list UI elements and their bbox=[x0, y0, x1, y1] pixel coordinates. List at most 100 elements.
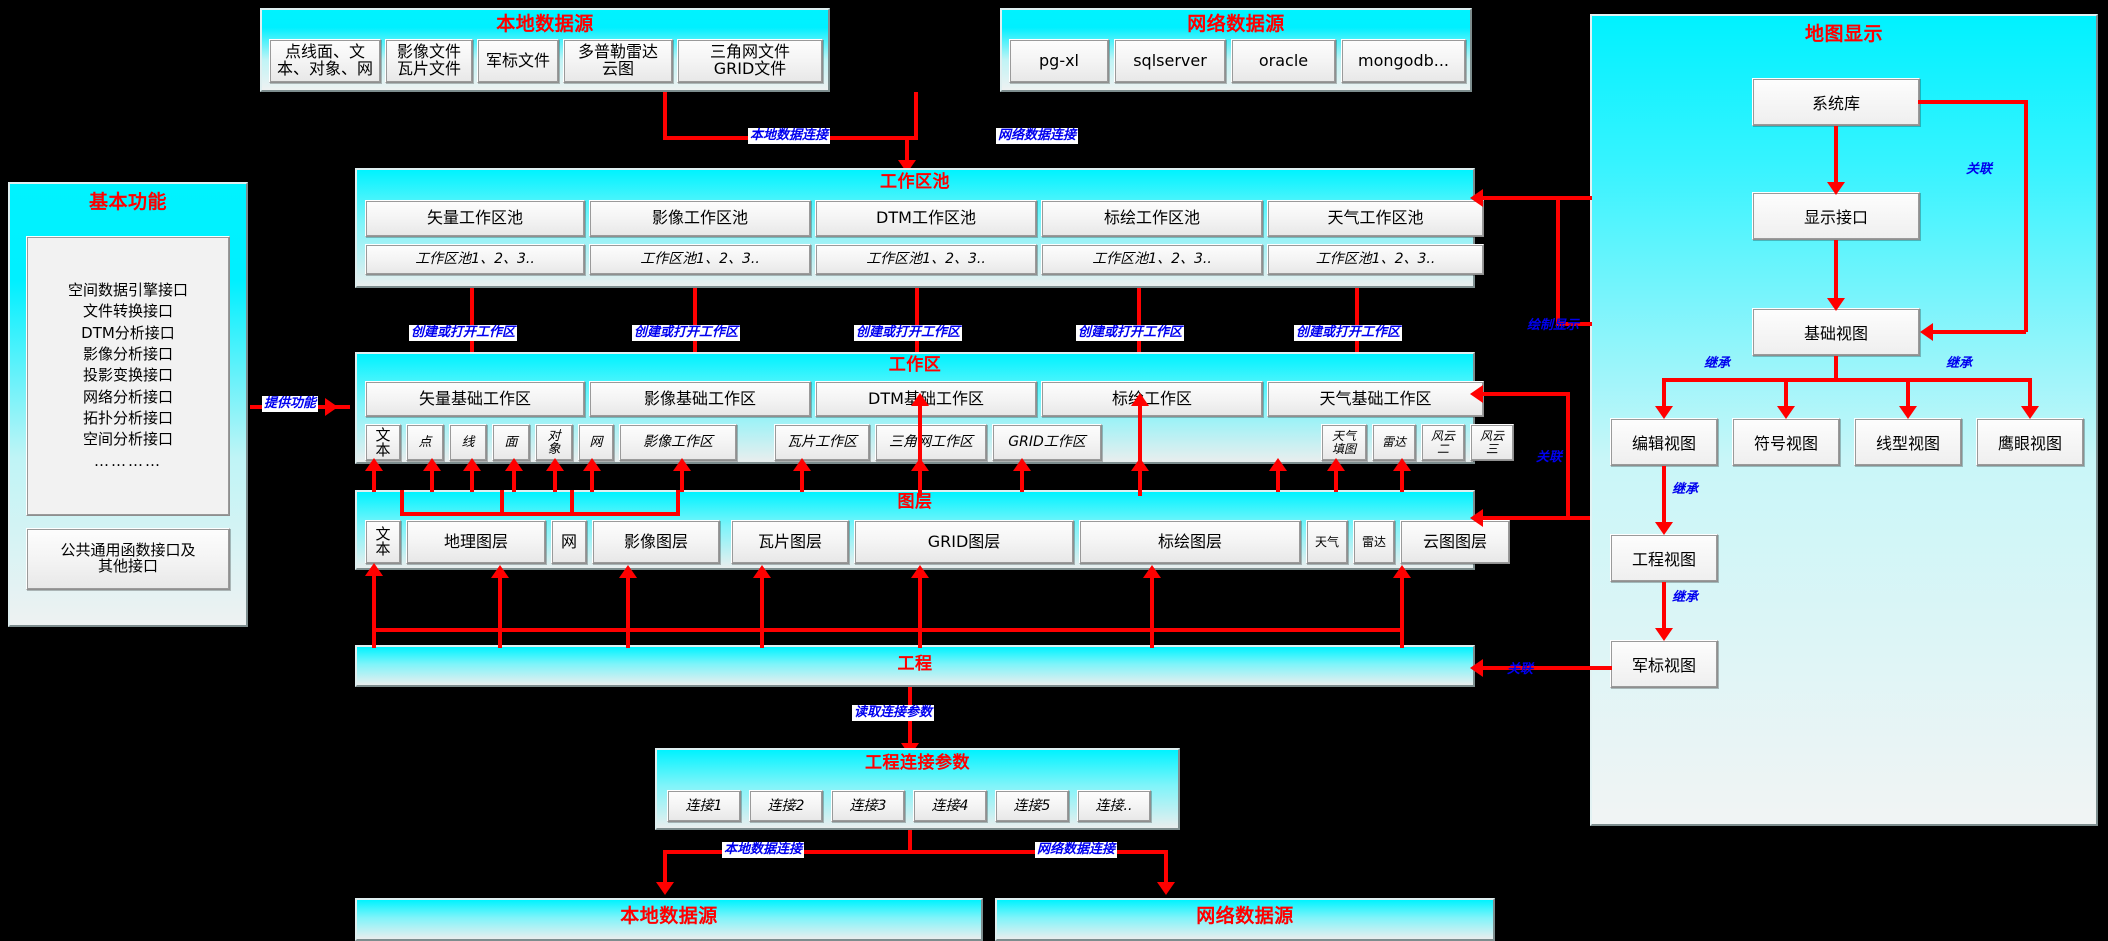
layer-tile[interactable]: 瓦片图层 bbox=[731, 520, 849, 564]
edge-label-create-ws-4: 创建或打开工作区 bbox=[1294, 325, 1403, 342]
edge-label-net-conn-bottom: 网络数据连接 bbox=[1035, 842, 1118, 859]
ws-group-3[interactable]: 标绘工作区 bbox=[1041, 381, 1263, 417]
conn-param-1[interactable]: 连接2 bbox=[749, 790, 823, 822]
ws-pool-sub-2[interactable]: 工作区池1、2、3.. bbox=[815, 244, 1037, 275]
ws-group-0[interactable]: 矢量基础工作区 bbox=[365, 381, 585, 417]
arrow-layer-up-13 bbox=[1393, 458, 1411, 471]
conn-ws-riser-r bbox=[1138, 400, 1142, 496]
ws-pool-3[interactable]: 标绘工作区池 bbox=[1041, 200, 1263, 237]
ws-chip-point[interactable]: 点 bbox=[406, 424, 444, 461]
ws-pool-sub-4[interactable]: 工作区池1、2、3.. bbox=[1267, 244, 1484, 275]
layer-weather[interactable]: 天气 bbox=[1306, 520, 1348, 564]
layer-text[interactable]: 文 本 bbox=[365, 520, 401, 564]
node-eagle-view[interactable]: 鹰眼视图 bbox=[1976, 418, 2084, 466]
panel-title-local-source-bottom: 本地数据源 bbox=[620, 905, 718, 927]
arrow-proj-up-3 bbox=[753, 565, 771, 578]
net-src-item-3[interactable]: mongodb... bbox=[1341, 39, 1466, 83]
layer-net[interactable]: 网 bbox=[551, 520, 587, 564]
local-src-item-3[interactable]: 多普勒雷达 云图 bbox=[563, 39, 673, 83]
ws-pool-sub-0[interactable]: 工作区池1、2、3.. bbox=[365, 244, 585, 275]
arrow-layer-up-4 bbox=[546, 458, 564, 471]
node-milmark-view[interactable]: 军标视图 bbox=[1610, 640, 1718, 688]
xconn-base-v bbox=[1566, 392, 1570, 520]
local-src-item-0[interactable]: 点线面、文 本、对象、网 bbox=[269, 39, 381, 83]
panel-title-layers: 图层 bbox=[897, 492, 933, 512]
layer-plot[interactable]: 标绘图层 bbox=[1079, 520, 1301, 564]
xarrow-to-layers bbox=[1470, 509, 1483, 527]
conn-param-2[interactable]: 连接3 bbox=[831, 790, 905, 822]
conn-params-bus bbox=[663, 850, 1168, 854]
conn-param-5[interactable]: 连接.. bbox=[1077, 790, 1151, 822]
layer-bracket-v0 bbox=[400, 490, 404, 514]
local-src-item-1[interactable]: 影像文件 瓦片文件 bbox=[385, 39, 473, 83]
xconn-display-to-pool-h bbox=[1480, 196, 1592, 200]
basic-if-1: 文件转换接口 bbox=[82, 302, 173, 321]
panel-title-workspace: 工作区 bbox=[888, 355, 942, 375]
edge-label-assoc-project: 关联 bbox=[1507, 662, 1534, 677]
node-line-view[interactable]: 线型视图 bbox=[1854, 418, 1962, 466]
node-project-view[interactable]: 工程视图 bbox=[1610, 534, 1718, 582]
edge-label-local-conn-top: 本地数据连接 bbox=[748, 128, 831, 145]
arrow-layer-up-6 bbox=[673, 458, 691, 471]
basic-functions-footer[interactable]: 公共通用函数接口及 其他接口 bbox=[26, 528, 230, 590]
conn-layer-up-7 bbox=[800, 466, 804, 492]
node-symbol-view[interactable]: 符号视图 bbox=[1732, 418, 1840, 466]
conn-proj-up-1 bbox=[498, 572, 502, 648]
conn-create-ws-2 bbox=[915, 288, 919, 358]
maparrow-if-to-base bbox=[1827, 298, 1845, 311]
ws-chip-tin[interactable]: 三角网工作区 bbox=[875, 424, 987, 461]
mapconn-proj-to-mil bbox=[1662, 582, 1666, 632]
conn-param-4[interactable]: 连接5 bbox=[995, 790, 1069, 822]
ws-pool-4[interactable]: 天气工作区池 bbox=[1267, 200, 1484, 237]
mapconn-if-to-base bbox=[1834, 240, 1838, 300]
arrow-layer-up-11 bbox=[1269, 458, 1287, 471]
layer-cloud[interactable]: 云图图层 bbox=[1400, 520, 1510, 564]
ws-chip-net[interactable]: 网 bbox=[578, 424, 614, 461]
ws-pool-sub-1[interactable]: 工作区池1、2、3.. bbox=[589, 244, 811, 275]
ws-chip-grid[interactable]: GRID工作区 bbox=[992, 424, 1102, 461]
ws-chip-weather-plot[interactable]: 天气 填图 bbox=[1321, 424, 1367, 461]
arrow-proj-up-0 bbox=[365, 563, 383, 576]
xarrow-base-to-ws bbox=[1470, 385, 1483, 403]
local-src-item-2[interactable]: 军标文件 bbox=[477, 39, 559, 83]
layer-image[interactable]: 影像图层 bbox=[592, 520, 720, 564]
node-edit-view[interactable]: 编辑视图 bbox=[1610, 418, 1718, 466]
ws-chip-text[interactable]: 文 本 bbox=[365, 424, 401, 461]
ws-pool-sub-3[interactable]: 工作区池1、2、3.. bbox=[1041, 244, 1263, 275]
ws-chip-image[interactable]: 影像工作区 bbox=[619, 424, 737, 461]
arrow-layer-up-1 bbox=[423, 458, 441, 471]
layer-geo[interactable]: 地理图层 bbox=[406, 520, 546, 564]
layer-grid[interactable]: GRID图层 bbox=[854, 520, 1074, 564]
ws-group-1[interactable]: 影像基础工作区 bbox=[589, 381, 811, 417]
layer-bracket-v1 bbox=[500, 490, 504, 514]
ws-chip-fengyun-3[interactable]: 风云 三 bbox=[1470, 424, 1514, 461]
ws-chip-tile[interactable]: 瓦片工作区 bbox=[774, 424, 870, 461]
ws-pool-2[interactable]: DTM工作区池 bbox=[815, 200, 1037, 237]
net-src-item-2[interactable]: oracle bbox=[1231, 39, 1336, 83]
arrow-layer-up-0 bbox=[365, 458, 383, 471]
conn-local-down bbox=[663, 92, 667, 140]
ws-chip-polygon[interactable]: 面 bbox=[492, 424, 530, 461]
ws-chip-radar[interactable]: 雷达 bbox=[1372, 424, 1416, 461]
node-system-lib[interactable]: 系统库 bbox=[1752, 78, 1920, 126]
basic-if-3: 影像分析接口 bbox=[82, 345, 173, 364]
edge-label-local-conn-bottom: 本地数据连接 bbox=[722, 842, 805, 859]
local-src-item-4[interactable]: 三角网文件 GRID文件 bbox=[677, 39, 823, 83]
edge-label-create-ws-1: 创建或打开工作区 bbox=[632, 325, 741, 342]
net-src-item-1[interactable]: sqlserver bbox=[1114, 39, 1226, 83]
ws-chip-object[interactable]: 对 象 bbox=[535, 424, 573, 461]
layer-radar[interactable]: 雷达 bbox=[1353, 520, 1395, 564]
conn-param-0[interactable]: 连接1 bbox=[667, 790, 741, 822]
conn-layer-up-13 bbox=[1400, 466, 1404, 492]
panel-network-data-source-bottom: 网络数据源 bbox=[995, 898, 1495, 941]
conn-param-3[interactable]: 连接4 bbox=[913, 790, 987, 822]
node-base-view[interactable]: 基础视图 bbox=[1752, 308, 1920, 356]
ws-pool-0[interactable]: 矢量工作区池 bbox=[365, 200, 585, 237]
net-src-item-0[interactable]: pg-xl bbox=[1009, 39, 1109, 83]
ws-chip-line[interactable]: 线 bbox=[449, 424, 487, 461]
node-display-interface[interactable]: 显示接口 bbox=[1752, 192, 1920, 240]
ws-chip-fengyun-2[interactable]: 风云 二 bbox=[1421, 424, 1465, 461]
panel-workspace-pool: 工作区池 矢量工作区池 影像工作区池 DTM工作区池 标绘工作区池 天气工作区池… bbox=[355, 168, 1484, 288]
ws-pool-1[interactable]: 影像工作区池 bbox=[589, 200, 811, 237]
ws-group-4[interactable]: 天气基础工作区 bbox=[1267, 381, 1484, 417]
